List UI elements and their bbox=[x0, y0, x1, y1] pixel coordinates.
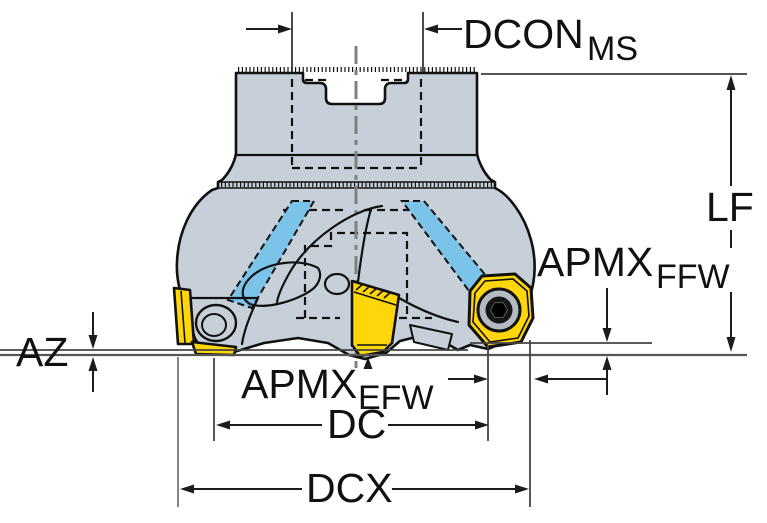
dim-az: AZ bbox=[16, 312, 98, 392]
dcx-arrowhead-right bbox=[515, 484, 529, 494]
dim-dc: DC bbox=[213, 345, 489, 447]
az-arrowhead-down bbox=[88, 335, 98, 349]
left-insert bbox=[172, 286, 238, 357]
pocket-kidney-outline bbox=[241, 261, 322, 307]
dim-dcx: DCX bbox=[177, 340, 531, 511]
dc-arrowhead-left bbox=[216, 420, 230, 430]
gash-sweep-curve bbox=[275, 204, 384, 304]
dim-apmx-ffw: APMX FFW bbox=[534, 239, 730, 395]
chip-flute-right bbox=[400, 200, 494, 293]
cutter-body bbox=[172, 46, 536, 368]
dcon-label: DCON bbox=[463, 11, 584, 57]
torx-socket bbox=[489, 302, 509, 318]
right-insert-facet-ring bbox=[472, 278, 530, 343]
dcon-arrowhead-left bbox=[278, 24, 292, 34]
apmx-ffw-arrowhead-down bbox=[602, 328, 612, 342]
az-arrowhead-up bbox=[88, 357, 98, 371]
center-insert-face bbox=[350, 279, 401, 358]
apmx-ffw-arrowhead-left bbox=[534, 374, 548, 384]
apmx-efw-subscript: EFW bbox=[358, 379, 434, 417]
center-insert-top-facet bbox=[353, 291, 397, 306]
left-screw-head bbox=[194, 303, 238, 343]
screw-hole-hole bbox=[323, 272, 351, 296]
center-insert-serrations bbox=[355, 283, 392, 299]
apmx-ffw-label: APMX bbox=[537, 239, 653, 285]
dc-arrowhead-right bbox=[475, 420, 489, 430]
dc-label: DC bbox=[327, 401, 386, 447]
center-insert bbox=[350, 279, 401, 358]
dcon-arrowhead-right bbox=[424, 24, 438, 34]
dcx-label: DCX bbox=[306, 465, 393, 511]
dcx-arrowhead-left bbox=[180, 484, 194, 494]
lf-arrowhead-top bbox=[726, 75, 736, 90]
left-ledge-curve bbox=[240, 296, 260, 346]
lf-arrowhead-bottom bbox=[726, 337, 736, 352]
az-label: AZ bbox=[16, 329, 68, 375]
dcon-subscript: MS bbox=[587, 30, 638, 68]
body-outline bbox=[175, 71, 536, 361]
apmx-efw-label: APMX bbox=[241, 361, 357, 407]
dim-dcon: DCON MS bbox=[246, 11, 638, 72]
left-insert-facet bbox=[180, 290, 186, 344]
lf-label: LF bbox=[706, 184, 754, 230]
apmx-ffw-subscript: FFW bbox=[656, 258, 730, 296]
apmx-ffw-arrowhead-up bbox=[602, 356, 612, 370]
right-seat-curve bbox=[397, 296, 460, 324]
dim-apmx-efw: APMX EFW bbox=[241, 357, 488, 417]
face-plane-lines bbox=[0, 342, 747, 357]
chip-flute-left bbox=[226, 200, 316, 310]
screw-head-inner bbox=[201, 313, 227, 337]
right-insert bbox=[467, 272, 535, 349]
apmx-efw-arrowhead-up bbox=[363, 357, 373, 369]
dim-lf: LF bbox=[481, 73, 754, 352]
pocket-hidden-outline bbox=[296, 231, 432, 320]
apmx-efw-arrowhead-right bbox=[474, 374, 488, 384]
